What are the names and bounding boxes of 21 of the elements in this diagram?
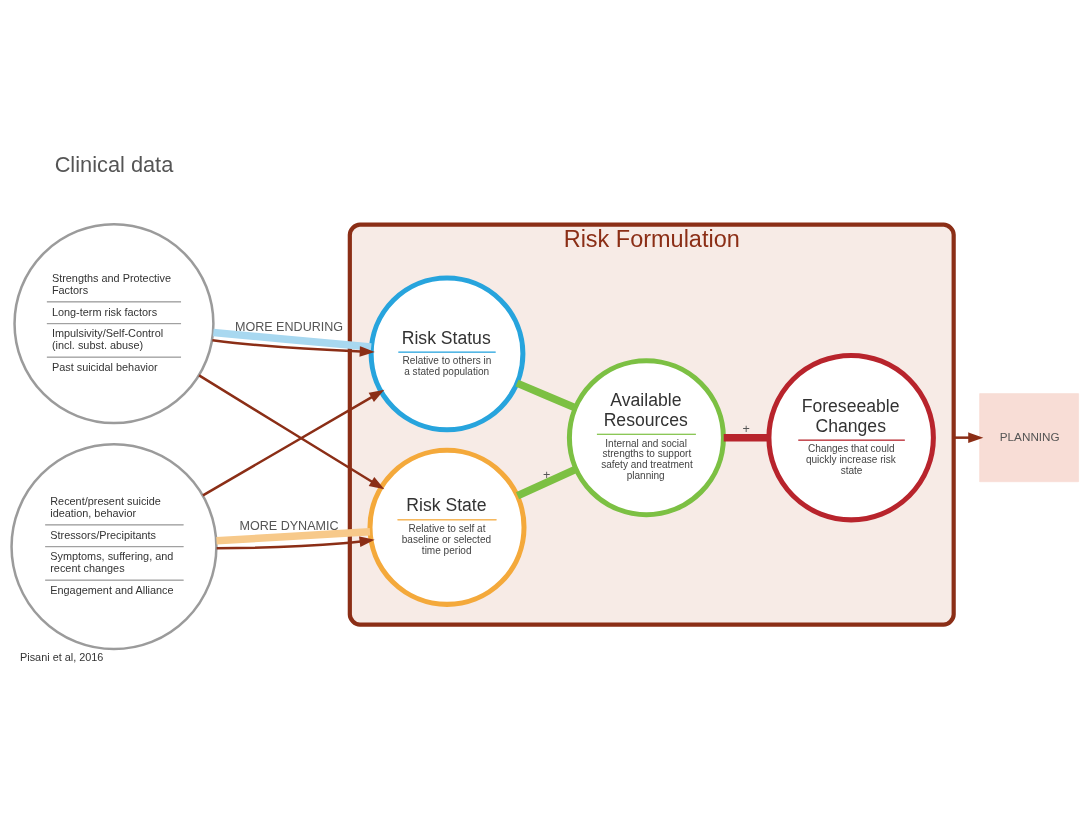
node-box: PLANNING xyxy=(979,392,1079,482)
edge-label: MORE ENDURING xyxy=(234,319,344,334)
arrow xyxy=(198,373,385,489)
node-circle: Foreseeable Changes Changes that could quickly increase risk state xyxy=(766,352,936,522)
caption: Pisani et al, 2016 xyxy=(19,650,104,663)
arrow xyxy=(216,535,375,549)
label: Clinical data xyxy=(54,151,174,177)
connector xyxy=(515,379,577,411)
connector xyxy=(516,465,578,499)
edge-label: + xyxy=(543,467,551,482)
arrow xyxy=(202,389,385,496)
connector xyxy=(213,328,372,351)
edge-label: MORE DYNAMIC xyxy=(239,518,339,533)
connector xyxy=(723,433,769,441)
arrow xyxy=(212,338,375,357)
node-circle: Available Resources Internal and social strengths to support safety and treatment planning xyxy=(566,357,726,517)
arrow xyxy=(953,431,984,443)
edge-label: + xyxy=(742,421,750,436)
node-circle: Recent/present suicide ideation, behavior Stressors/Precipitants Symptoms, suffering, and recent changes Engagement and Alliance xyxy=(10,442,218,650)
connector xyxy=(216,527,371,544)
node-circle: Strengths and Protective Factors Long-term risk factors Impulsivity/Self-Control (incl. subst. abuse) Past suicidal behavior xyxy=(13,222,215,424)
